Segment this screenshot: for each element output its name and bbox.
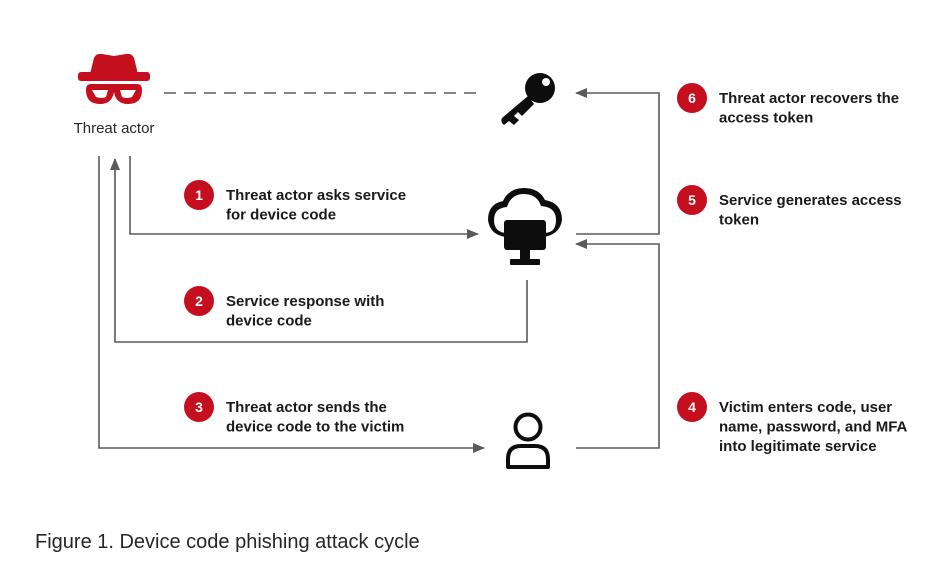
figure-caption: Figure 1. Device code phishing attack cy… (35, 531, 420, 553)
step-badge (677, 185, 707, 215)
step-label-line: Victim enters code, user (719, 399, 892, 416)
step-4: 4 Victim enters code, user name, password,… (677, 392, 908, 455)
user-icon (506, 412, 550, 469)
step-label-line: for device code (226, 207, 336, 224)
step-label-line: name, password, and MFA (719, 419, 908, 436)
threat-actor-label: Threat actor (74, 120, 155, 137)
step-label-line: into legitimate service (719, 438, 877, 455)
step-label-line: Threat actor asks service (226, 187, 406, 204)
step-4-arrow (575, 239, 660, 449)
step-1: 1 Threat actor asks service for device cod… (184, 180, 406, 224)
step-label-line: device code to the victim (226, 419, 404, 436)
step-number: 4 (688, 399, 696, 415)
step-list: 1 Threat actor asks service for device cod… (184, 83, 908, 455)
step-badge (184, 392, 214, 422)
step-label: Victim enters code, user name, password, … (719, 399, 908, 455)
step-badge (184, 286, 214, 316)
step-2: 2 Service response with device code (184, 286, 384, 330)
step-number: 2 (195, 293, 203, 309)
spy-icon (78, 53, 150, 104)
step-label-line: Service generates access (719, 192, 902, 209)
cloud-computer-icon (488, 188, 562, 265)
step-label-line: token (719, 212, 759, 229)
step-number: 6 (688, 90, 696, 106)
step-3-arrow (98, 156, 485, 453)
step-6-arrow (575, 88, 660, 235)
step-label: Threat actor asks service for device code (226, 187, 406, 224)
step-label-line: Threat actor sends the (226, 399, 387, 416)
step-6: 6 Threat actor recovers the access token (677, 83, 899, 127)
step-badge (677, 83, 707, 113)
step-5: 5 Service generates access token (677, 185, 902, 229)
step-3: 3 Threat actor sends the device code to th… (184, 392, 404, 436)
step-label: Service response with device code (226, 293, 384, 330)
step-label-line: access token (719, 110, 813, 127)
step-label-line: device code (226, 313, 312, 330)
step-label-line: Service response with (226, 293, 384, 310)
step-number: 5 (688, 192, 696, 208)
step-label: Threat actor recovers the access token (719, 90, 899, 127)
step-number: 1 (195, 187, 203, 203)
step-number: 3 (195, 399, 203, 415)
step-1-arrow (129, 156, 479, 239)
step-label: Threat actor sends the device code to the… (226, 399, 404, 436)
step-badge (677, 392, 707, 422)
step-badge (184, 180, 214, 210)
key-icon (501, 73, 555, 125)
step-label-line: Threat actor recovers the (719, 90, 899, 107)
step-label: Service generates access token (719, 192, 902, 229)
step-2-arrow (110, 158, 528, 343)
